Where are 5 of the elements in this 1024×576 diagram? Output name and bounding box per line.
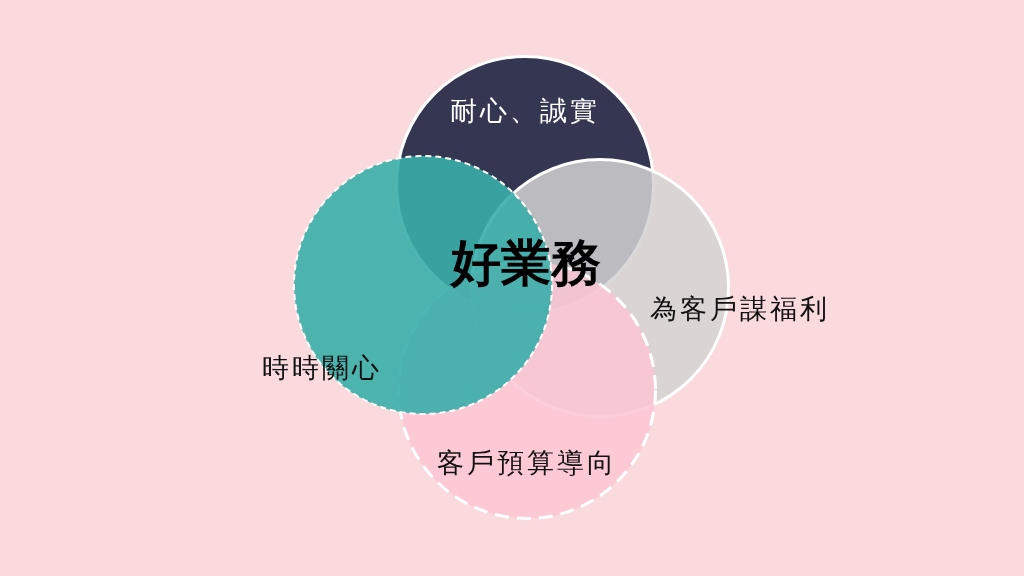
circle-label: 時時關心 — [262, 353, 382, 381]
center-title: 好業務 — [451, 238, 601, 288]
circle-label: 耐心、誠實 — [450, 96, 600, 124]
circle-label: 為客戶謀福利 — [650, 294, 830, 322]
circle-label: 客戶預算導向 — [437, 448, 617, 476]
